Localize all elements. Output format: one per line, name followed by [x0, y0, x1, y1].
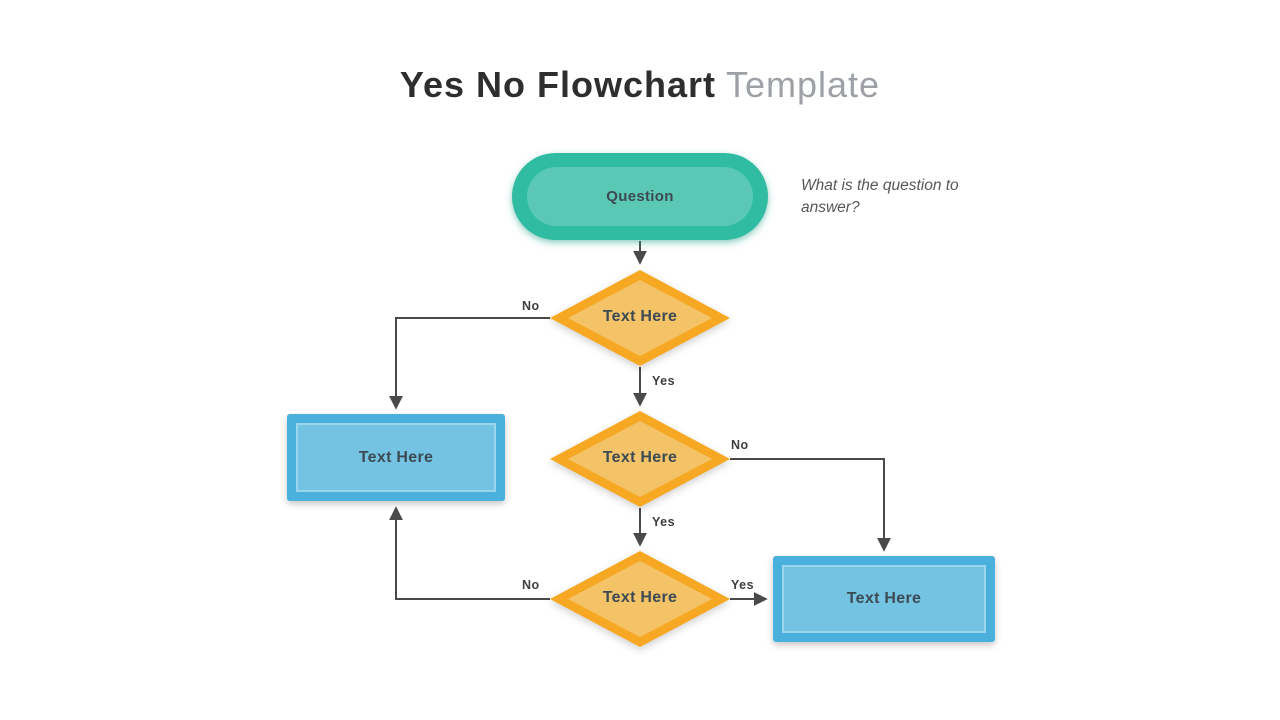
annotation-text: What is the question to answer? [801, 177, 959, 217]
start-node: Question [512, 153, 768, 240]
edge-label-decision3-no: No [522, 578, 540, 592]
page-title-main: Yes No Flowchart [399, 64, 716, 105]
decision3-label: Text Here [602, 589, 678, 606]
decision1-label: Text Here [602, 308, 678, 325]
edge-label-decision2-no: No [731, 438, 749, 452]
process-right-label: Text Here [782, 565, 986, 633]
start-node-label: Question [527, 167, 753, 226]
edge-label-decision3-yes: Yes [731, 578, 755, 592]
decision1-inner [568, 280, 712, 356]
edge-decision3-no-to-process-left [389, 506, 550, 600]
edge-label-decision1-yes: Yes [652, 374, 676, 388]
edge-decision1-no-to-process-left [389, 317, 550, 410]
decision2-shape [550, 411, 730, 507]
process-right-node: Text Here [773, 556, 995, 642]
page-title-sub: Template [726, 64, 881, 105]
decision2-inner [568, 421, 712, 497]
decision3-shape [550, 551, 730, 647]
decision2-label: Text Here [602, 449, 678, 466]
decision3-inner [568, 561, 712, 637]
process-left-label: Text Here [296, 423, 496, 492]
process-left-node: Text Here [287, 414, 505, 501]
edge-label-decision2-yes: Yes [652, 515, 676, 529]
edge-decision2-no-to-process-right [730, 458, 891, 552]
edge-label-decision1-no: No [522, 299, 540, 313]
decision1-shape [550, 270, 730, 366]
